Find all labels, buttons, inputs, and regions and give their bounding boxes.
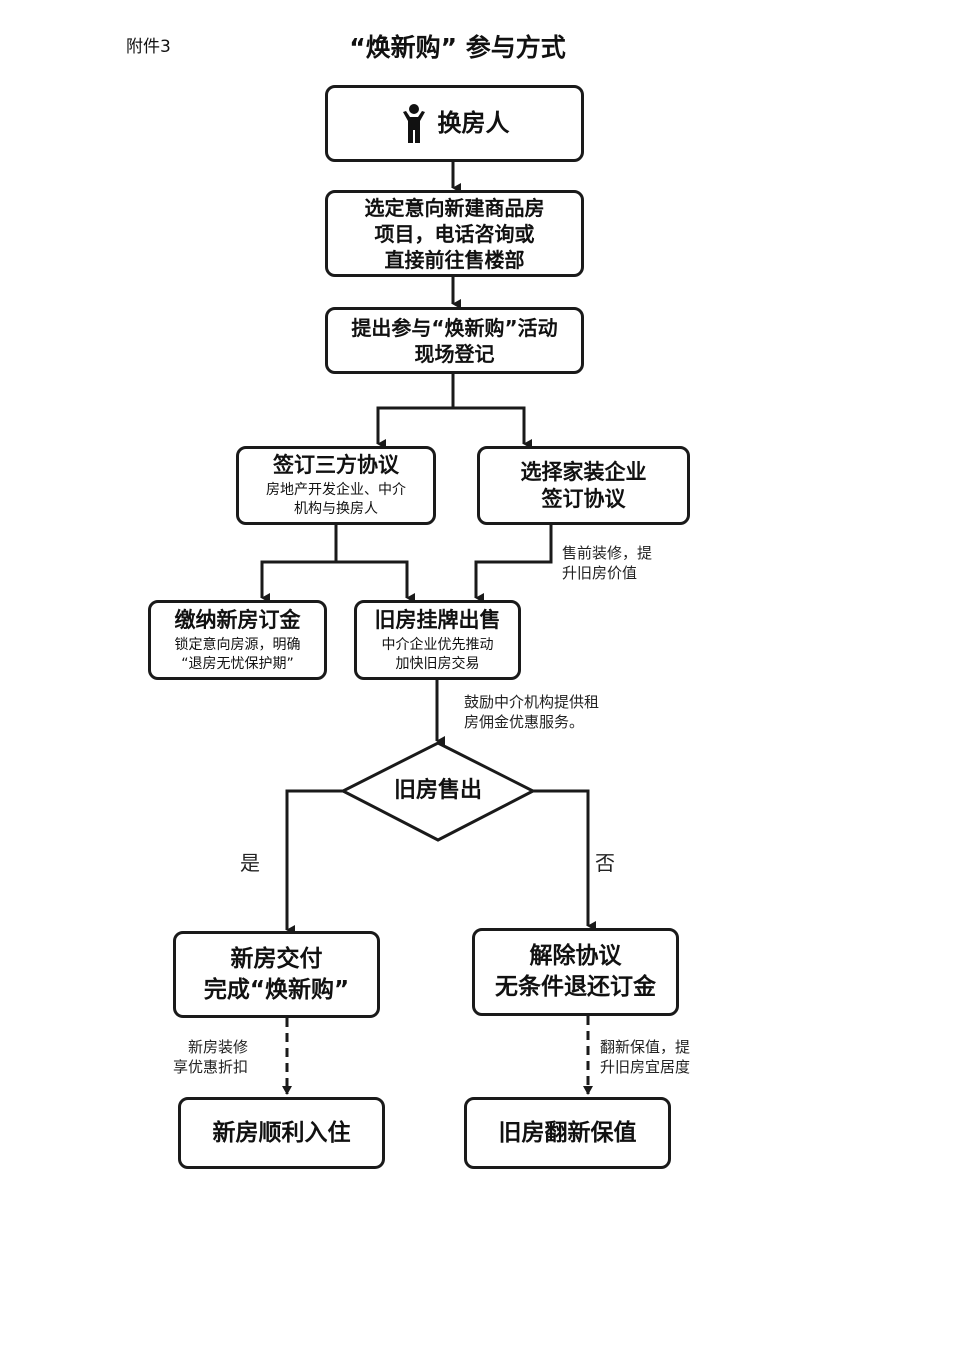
annotation-new-house-decoration: 新房装修 享优惠折扣 xyxy=(172,1038,248,1076)
node-label: 换房人 xyxy=(437,109,510,137)
node-register: 提出参与“焕新购”活动 现场登记 xyxy=(325,307,584,374)
arrow-deco-to-listing xyxy=(474,525,553,603)
node-pay-deposit: 缴纳新房订金 锁定意向房源，明确 “退房无忧保护期” xyxy=(148,600,327,680)
node-title: 旧房挂牌出售 xyxy=(374,607,501,632)
arrow-tripartite-to-deposit xyxy=(260,525,338,603)
annotation-yes: 是 xyxy=(240,851,260,875)
node-home-changer: 换房人 xyxy=(325,85,584,162)
node-renovate-old-house: 旧房翻新保值 xyxy=(464,1097,671,1169)
annotation-refurbish: 翻新保值，提 升旧房宜居度 xyxy=(600,1038,691,1076)
node-label: 新房交付 完成“焕新购” xyxy=(203,945,350,1003)
arrow-sold-yes xyxy=(285,789,343,935)
annotation-presale-decoration: 售前装修，提 升旧房价值 xyxy=(562,544,653,582)
arrow-sold-no xyxy=(533,789,596,931)
node-label: 新房顺利入住 xyxy=(212,1119,351,1146)
arrow-tripartite-to-listing xyxy=(336,560,415,603)
node-tripartite-agreement: 签订三方协议 房地产开发企业、中介 机构与换房人 xyxy=(236,446,436,525)
node-title: 缴纳新房订金 xyxy=(174,607,301,632)
node-label: 提出参与“焕新购”活动 现场登记 xyxy=(351,315,558,366)
annotation-agency-discount: 鼓励中介机构提供租 房佣金优惠服务。 xyxy=(464,693,600,731)
decision-diamond xyxy=(339,741,537,842)
attachment-label: 附件3 xyxy=(126,37,171,57)
node-cancel-agreement: 解除协议 无条件退还订金 xyxy=(472,928,679,1016)
node-home-decoration: 选择家装企业 签订协议 xyxy=(477,446,690,525)
node-title: 签订三方协议 xyxy=(273,453,399,477)
person-icon xyxy=(402,103,425,143)
arrow-register-to-deco xyxy=(453,406,532,449)
arrow-register-to-tripartite xyxy=(376,374,455,449)
node-choose-project: 选定意向新建商品房 项目，电话咨询或 直接前往售楼部 xyxy=(325,190,584,277)
node-label: 解除协议 无条件退还订金 xyxy=(495,943,656,1000)
node-desc: 中介企业优先推动 加快旧房交易 xyxy=(381,636,494,672)
node-list-old-house: 旧房挂牌出售 中介企业优先推动 加快旧房交易 xyxy=(354,600,521,680)
decision-label: 旧房售出 xyxy=(393,778,482,803)
annotation-no: 否 xyxy=(595,851,615,875)
page-title: “焕新购” 参与方式 xyxy=(349,33,566,62)
node-label: 选定意向新建商品房 项目，电话咨询或 直接前往售楼部 xyxy=(364,195,545,272)
node-label: 旧房翻新保值 xyxy=(498,1119,637,1146)
node-move-in: 新房顺利入住 xyxy=(178,1097,385,1169)
node-title: 选择家装企业 签订协议 xyxy=(520,459,647,511)
node-new-house-delivery: 新房交付 完成“焕新购” xyxy=(173,931,380,1018)
node-desc: 房地产开发企业、中介 机构与换房人 xyxy=(266,482,406,517)
node-desc: 锁定意向房源，明确 “退房无忧保护期” xyxy=(174,636,301,672)
